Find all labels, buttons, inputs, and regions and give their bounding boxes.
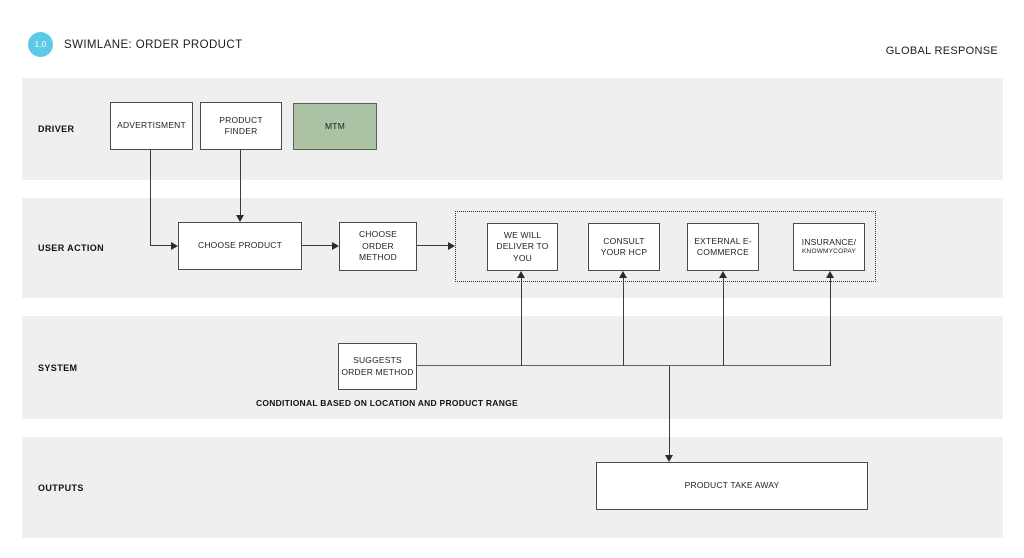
node-product-finder: PRODUCT FINDER [200,102,282,150]
node-advertisment: ADVERTISMENT [110,102,193,150]
global-response-label: GLOBAL RESPONSE [885,45,998,57]
connector-up-we-will-deliver [521,278,522,366]
insurance-label-line1: INSURANCE/ [801,236,857,247]
node-product-take-away: PRODUCT TAKE AWAY [596,462,868,510]
arrowhead-into-choose-order-method [332,242,339,250]
lane-label-outputs: OUTPUTS [38,482,84,493]
arrowhead-into-product-take-away [665,455,673,462]
node-mtm: MTM [293,103,377,150]
lane-system: SYSTEM [22,316,1003,419]
connector-suggests-distribution [417,365,831,366]
conditional-note: CONDITIONAL BASED ON LOCATION AND PRODUC… [256,398,518,408]
node-consult-your-hcp: CONSULT YOUR HCP [588,223,660,271]
arrowhead-into-insurance [826,271,834,278]
lane-label-user-action: USER ACTION [38,243,105,253]
node-suggests-order-method: SUGGESTS ORDER METHOD [338,343,417,390]
lane-label-system: SYSTEM [38,362,78,373]
arrowhead-into-consult-hcp [619,271,627,278]
node-choose-product: CHOOSE PRODUCT [178,222,302,270]
connector-choose-product-to-order-method [302,245,333,246]
insurance-label-line2: KNOWMYCOPAY [802,248,856,256]
connector-up-insurance [830,278,831,366]
node-we-will-deliver-to-you: WE WILL DELIVER TO YOU [487,223,558,271]
node-external-e-commerce: EXTERNAL E-COMMERCE [687,223,759,271]
arrowhead-into-external-ecommerce [719,271,727,278]
connector-up-consult-hcp [623,278,624,366]
node-insurance-knowmycopay: INSURANCE/ KNOWMYCOPAY [793,223,865,271]
connector-product-finder-down [240,150,241,215]
connector-advertisment-down [150,150,151,246]
version-badge: 1.0 [28,32,53,57]
arrowhead-into-choose-product-top [236,215,244,222]
connector-down-product-take-away [669,366,670,455]
page-title: SWIMLANE: ORDER PRODUCT [64,38,243,51]
diagram-header: 1.0 SWIMLANE: ORDER PRODUCT [28,32,243,57]
arrowhead-into-we-will-deliver [517,271,525,278]
node-choose-order-method: CHOOSE ORDER METHOD [339,222,417,271]
connector-advertisment-elbow [150,245,172,246]
connector-order-method-to-options [417,245,449,246]
arrowhead-into-choose-product-left [171,242,178,250]
arrowhead-into-options-group [448,242,455,250]
connector-up-external-ecommerce [723,278,724,366]
lane-label-driver: DRIVER [38,124,75,134]
order-method-options-group [455,211,876,282]
